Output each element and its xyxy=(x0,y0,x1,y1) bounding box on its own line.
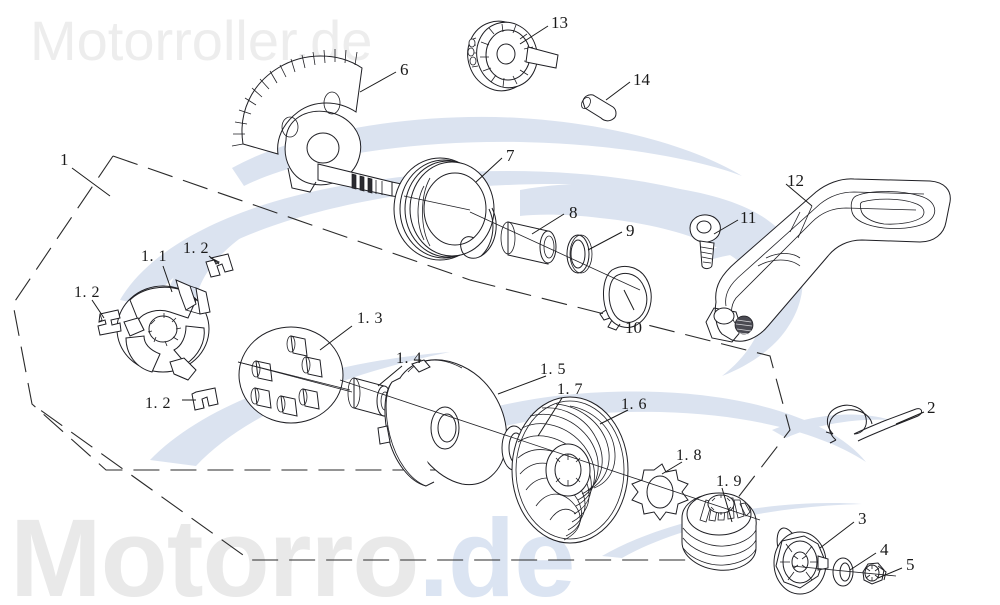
part-1-2-clip-left xyxy=(97,309,122,336)
callout-1-2-top: 1. 2 xyxy=(183,240,209,257)
part-6-kickstarter-shaft xyxy=(231,49,421,201)
callout-13: 13 xyxy=(551,13,568,32)
part-5-nut xyxy=(862,562,887,585)
callout-9: 9 xyxy=(626,221,635,240)
part-1-6-variator-fan-half xyxy=(511,396,629,544)
watermark-bottom: Motorro.de xyxy=(10,495,575,605)
callout-5: 5 xyxy=(906,555,915,574)
callout-1-7: 1. 7 xyxy=(557,381,583,398)
callout-11: 11 xyxy=(740,208,757,227)
part-1-2-clip-bottom xyxy=(191,387,219,411)
part-1-5-variator-pulley-half xyxy=(377,359,508,487)
callout-7: 7 xyxy=(506,146,515,165)
part-13-starter-ratchet-gear xyxy=(467,20,559,92)
callout-4: 4 xyxy=(880,540,889,559)
callout-1-9: 1. 9 xyxy=(716,473,742,490)
watermark-bottom-gray: Motorro xyxy=(10,497,419,605)
part-12-kickstarter-lever xyxy=(705,178,951,343)
assembly-axis-lines xyxy=(237,195,897,577)
part-11-pivot-bolt xyxy=(689,214,721,269)
callout-1-4: 1. 4 xyxy=(396,350,422,367)
rollers xyxy=(250,335,323,417)
callout-10: 10 xyxy=(625,318,642,337)
part-1-3-roller-weight-plate xyxy=(237,326,351,424)
callout-1-3: 1. 3 xyxy=(357,310,383,327)
part-8-bushing-sleeve xyxy=(500,221,557,265)
part-1-9-starter-drive-gear xyxy=(681,492,757,571)
part-2-retaining-spring-clip xyxy=(825,404,923,444)
part-1-8-star-washer xyxy=(631,463,689,521)
group-1-dashed-boundary xyxy=(12,155,791,561)
knurled-pin xyxy=(734,315,754,335)
callout-1-5: 1. 5 xyxy=(540,361,566,378)
part-9-thrust-washer xyxy=(566,234,593,274)
callout-8: 8 xyxy=(569,203,578,222)
part-7-return-spring xyxy=(393,157,497,261)
callout-1-6: 1. 6 xyxy=(621,396,647,413)
callout-6: 6 xyxy=(400,60,409,79)
callout-1-1: 1. 1 xyxy=(141,248,167,265)
part-14-dowel-pin xyxy=(581,94,617,122)
part-1-1-clutch-carrier xyxy=(116,279,211,381)
leader-lines xyxy=(71,25,925,579)
callout-2: 2 xyxy=(927,398,936,417)
callout-1: 1 xyxy=(60,150,69,169)
callout-1-2-bottom: 1. 2 xyxy=(145,395,171,412)
callout-1-2-left: 1. 2 xyxy=(74,284,100,301)
part-3-clutch-bell-plate xyxy=(773,527,829,595)
callout-14: 14 xyxy=(633,70,650,89)
part-4-washer xyxy=(832,557,854,587)
callout-3: 3 xyxy=(858,509,867,528)
callout-1-8: 1. 8 xyxy=(676,447,702,464)
callout-12: 12 xyxy=(787,171,804,190)
